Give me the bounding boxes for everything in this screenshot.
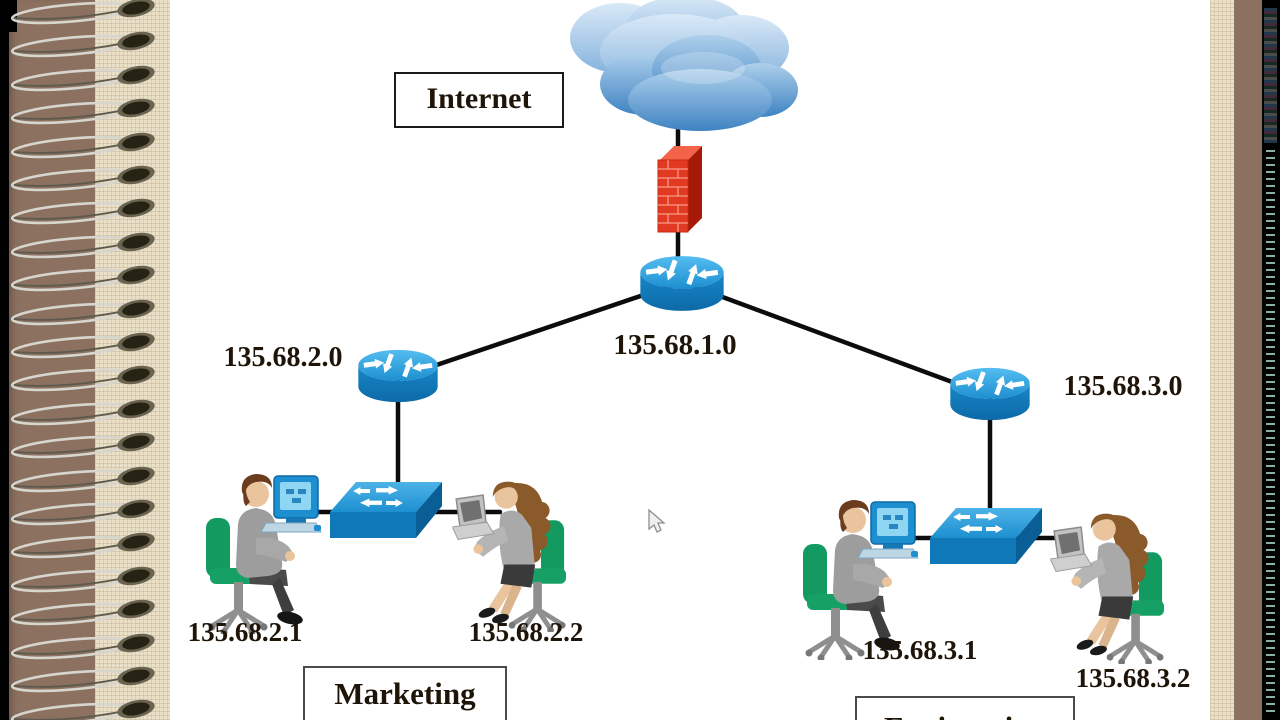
engineering-host2-workstation-icon [1048,504,1174,664]
firewall-icon [650,144,706,236]
marketing-host1-label: 135.68.2.1 [187,617,303,647]
left-black-edge [0,0,9,720]
marketing-host2-label: 135.68.2.2 [468,617,584,647]
left-black-notch [0,0,17,32]
notebook-right-cover [1234,0,1262,720]
marketing-box: Marketing [303,666,507,720]
core-network-label: 135.68.1.0 [613,329,737,361]
mouse-cursor [648,509,666,533]
notebook-left-paper [95,0,170,720]
internet-cloud-icon [570,0,798,131]
engineering-network-label: 135.68.3.0 [1063,371,1183,402]
router-marketing-icon [354,346,442,406]
internet-label-box: Internet [394,72,564,128]
notebook-spiral [0,0,172,720]
notebook-right-paper [1210,0,1234,720]
engineering-host1-label: 135.68.3.1 [862,635,978,665]
marketing-host2-workstation-icon [450,472,576,632]
engineering-label: Engineering [884,710,1046,720]
internet-label: Internet [426,82,532,115]
marketing-host1-workstation-icon [198,462,324,634]
engineering-host2-label: 135.68.3.2 [1075,663,1191,693]
marketing-label: Marketing [334,676,476,711]
switch-engineering-icon [930,506,1042,570]
router-core-icon [636,252,728,315]
marketing-network-label: 135.68.2.0 [223,342,343,373]
video-edge-noise [1264,8,1277,143]
video-edge-dashes [1266,150,1275,712]
switch-marketing-icon [330,480,442,544]
engineering-box: Engineering [855,696,1075,720]
router-engineering-icon [946,364,1034,424]
